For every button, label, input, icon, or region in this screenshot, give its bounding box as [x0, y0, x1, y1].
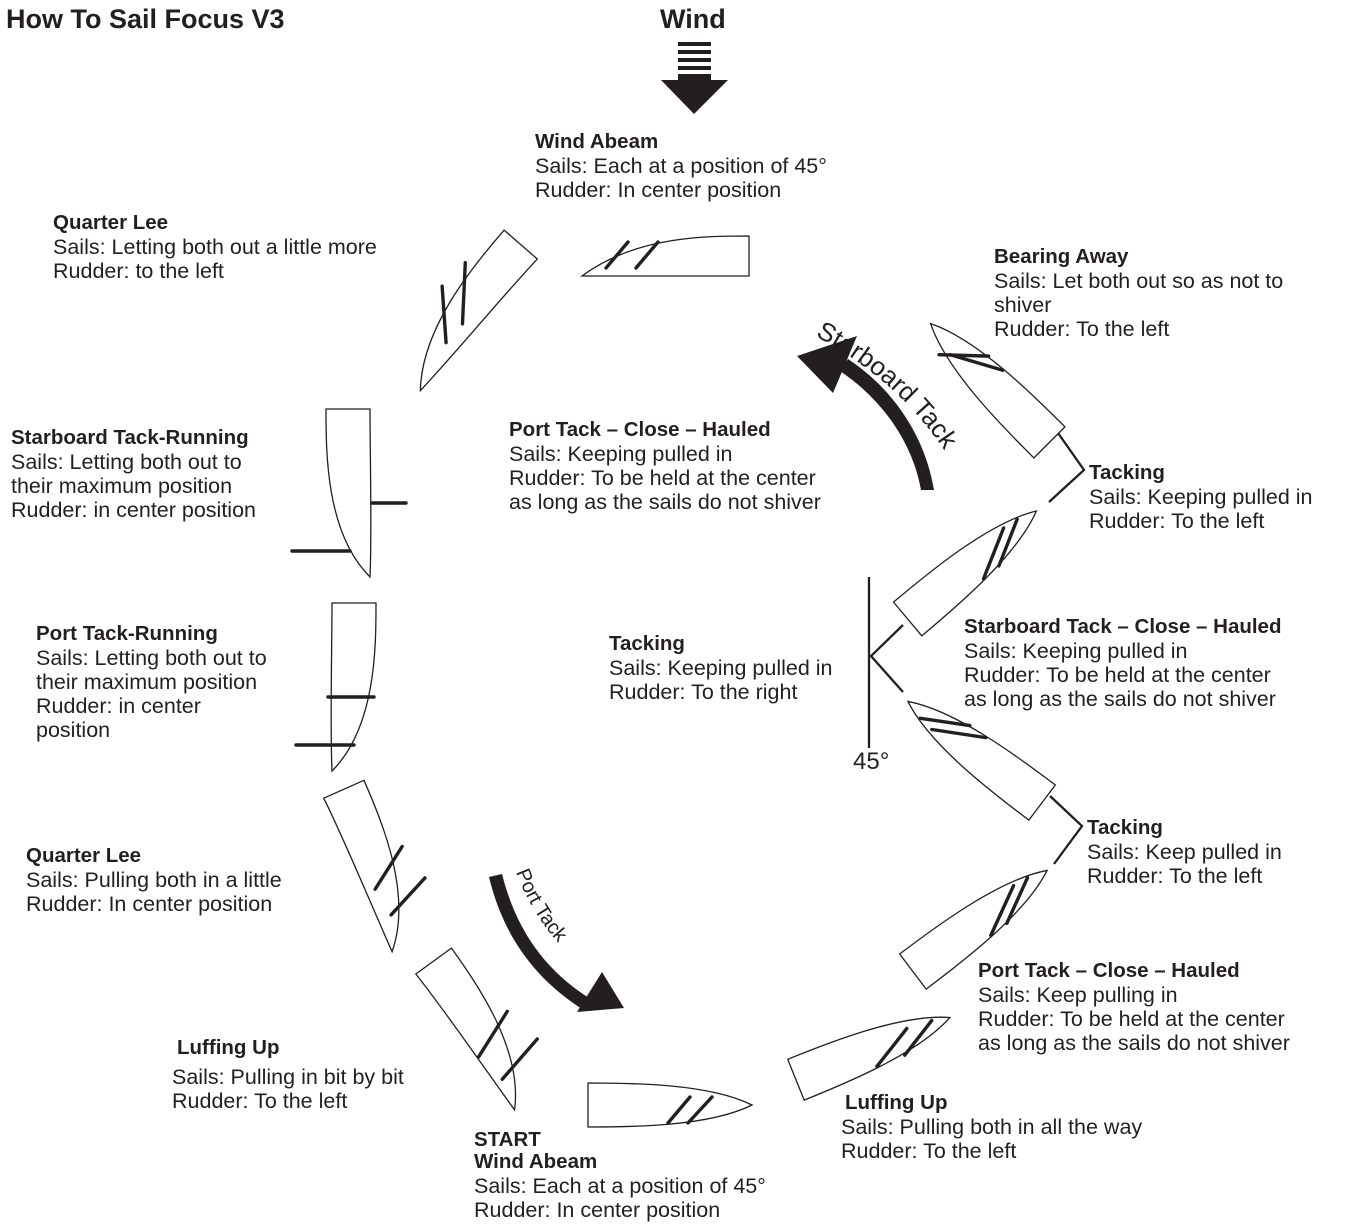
step-line: Sails: Pulling both in a little — [26, 868, 282, 892]
step-line: as long as the sails do not shiver — [509, 490, 821, 514]
boat-start — [587, 1082, 754, 1128]
step-line: Rudder: In center position — [26, 892, 273, 916]
step-heading: Tacking — [1089, 461, 1165, 484]
boat-wind-abeam — [580, 235, 750, 277]
step-heading: Port Tack – Close – Hauled — [509, 418, 771, 441]
step-line: Sails: Keeping pulled in — [964, 639, 1188, 663]
step-port-close-hauled-center: Port Tack – Close – Hauled Sails: Keepin… — [509, 418, 821, 514]
step-heading: Quarter Lee — [26, 844, 142, 867]
step-luffing-up-right: Luffing Up Sails: Pulling both in all th… — [841, 1091, 1142, 1163]
step-line: Sails: Each at a position of 45° — [535, 154, 827, 178]
step-line: their maximum position — [11, 474, 233, 498]
step-heading: Starboard Tack – Close – Hauled — [964, 615, 1282, 638]
step-line: Rudder: to the left — [53, 259, 224, 283]
step-line: Sails: Pulling both in all the way — [841, 1115, 1143, 1139]
step-line: Sails: Keep pulled in — [1087, 840, 1282, 864]
step-line: Rudder: To be held at the center — [978, 1007, 1285, 1031]
boat-bearing-away — [929, 322, 1066, 459]
step-line: Rudder: To the left — [172, 1089, 348, 1113]
step-line: position — [36, 718, 111, 742]
step-line: Rudder: To be held at the center — [964, 663, 1271, 687]
step-line: Sails: Letting both out to — [36, 646, 267, 670]
step-heading: START — [474, 1128, 541, 1151]
step-tacking-upper: Tacking Sails: Keeping pulled in Rudder:… — [1089, 461, 1313, 533]
boat-starboard-close-hauled — [906, 700, 1057, 822]
step-line: Rudder: in center position — [11, 498, 257, 522]
boat-port-close-hauled — [898, 869, 1049, 991]
step-line: shiver — [994, 293, 1052, 317]
boat-starboard-running — [290, 408, 408, 579]
step-line: Sails: Keeping pulled in — [509, 442, 733, 466]
step-line: Rudder: In center position — [535, 178, 782, 202]
step-port-running: Port Tack-Running Sails: Letting both ou… — [36, 622, 267, 742]
step-line: Rudder: in center — [36, 694, 201, 718]
step-line: Sails: Letting both out a little more — [53, 235, 377, 259]
wind-label: Wind — [660, 4, 726, 34]
step-line: Rudder: To the left — [1087, 864, 1263, 888]
boat-port-running — [294, 602, 377, 773]
boat-luffing-up-right — [786, 1016, 952, 1101]
step-starboard-close-hauled: Starboard Tack – Close – Hauled Sails: K… — [964, 615, 1281, 711]
step-heading: Bearing Away — [994, 245, 1129, 268]
step-heading: Luffing Up — [845, 1091, 948, 1114]
step-heading: Port Tack-Running — [36, 622, 218, 645]
step-tacking-lower: Tacking Sails: Keep pulled in Rudder: To… — [1087, 816, 1282, 888]
step-line: Rudder: To be held at the center — [509, 466, 816, 490]
step-line: Sails: Each at a position of 45° — [474, 1174, 766, 1198]
step-line: their maximum position — [36, 670, 258, 694]
angle-label: 45° — [853, 748, 890, 775]
step-line: Sails: Let both out so as not to — [994, 269, 1284, 293]
step-line: as long as the sails do not shiver — [978, 1031, 1290, 1055]
step-heading: Starboard Tack-Running — [11, 426, 249, 449]
step-line: as long as the sails do not shiver — [964, 687, 1276, 711]
step-line: Sails: Keeping pulled in — [609, 656, 833, 680]
page-title: How To Sail Focus V3 — [6, 4, 285, 34]
step-heading: Tacking — [609, 632, 685, 655]
wind-arrow-icon — [661, 42, 728, 114]
step-line: Rudder: In center position — [474, 1198, 721, 1222]
port-tack-arrow-icon — [489, 874, 624, 1012]
step-quarter-lee-lower: Quarter Lee Sails: Pulling both in a lit… — [26, 844, 282, 916]
step-bearing-away: Bearing Away Sails: Let both out so as n… — [994, 245, 1283, 341]
starboard-tack-arrow-icon — [797, 336, 934, 490]
step-starboard-running: Starboard Tack-Running Sails: Letting bo… — [11, 426, 256, 522]
step-line: Rudder: To the right — [609, 680, 798, 704]
boat-quarter-lee-upper — [419, 229, 539, 393]
tacking-bracket-upper — [1048, 432, 1086, 503]
step-line: Rudder: To the left — [994, 317, 1170, 341]
step-line: Rudder: To the left — [841, 1139, 1017, 1163]
boat-tacking-upper — [892, 510, 1038, 637]
step-port-close-hauled-lower: Port Tack – Close – Hauled Sails: Keep p… — [978, 959, 1290, 1055]
step-start: START Wind Abeam Sails: Each at a positi… — [474, 1129, 766, 1222]
step-quarter-lee-upper: Quarter Lee Sails: Letting both out a li… — [53, 211, 377, 283]
step-line: Sails: Keep pulling in — [978, 983, 1178, 1007]
step-heading: Port Tack – Close – Hauled — [978, 959, 1240, 982]
step-tacking-middle: Tacking Sails: Keeping pulled in Rudder:… — [609, 632, 833, 704]
step-subheading: Wind Abeam — [474, 1150, 598, 1173]
step-heading: Tacking — [1087, 816, 1163, 839]
boat-luffing-up-left — [414, 947, 539, 1112]
tacking-bracket-lower — [1049, 795, 1084, 865]
step-wind-abeam: Wind Abeam Sails: Each at a position of … — [535, 130, 827, 202]
step-luffing-up-left: Luffing Up Sails: Pulling in bit by bit … — [172, 1036, 404, 1113]
step-line: Sails: Pulling in bit by bit — [172, 1065, 404, 1089]
step-line: Sails: Keeping pulled in — [1089, 485, 1313, 509]
step-line: Sails: Letting both out to — [11, 450, 242, 474]
tacking-bracket-middle — [867, 577, 904, 748]
step-heading: Wind Abeam — [535, 130, 659, 153]
step-heading: Luffing Up — [177, 1036, 280, 1059]
boat-quarter-lee-lower — [322, 779, 427, 954]
step-line: Rudder: To the left — [1089, 509, 1265, 533]
step-heading: Quarter Lee — [53, 211, 169, 234]
